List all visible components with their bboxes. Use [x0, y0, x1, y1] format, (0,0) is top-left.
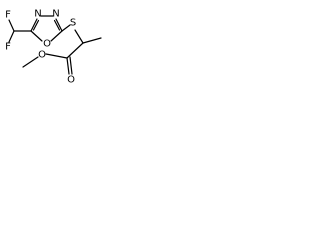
atom-f-top: F [5, 10, 11, 21]
bond-oester-methyl [22, 56, 39, 68]
bond-c2-n3 [30, 18, 38, 32]
atom-n-left: N [34, 9, 41, 20]
bond-c5-o1 [50, 30, 63, 42]
bond-c2-n3-double [32, 19, 40, 31]
bond-ch-methyl [82, 37, 102, 44]
bond-carbonyl-o-double-a [66, 57, 70, 75]
bond-cf-bottom [8, 30, 15, 43]
atom-s: S [70, 18, 76, 29]
atom-o-carbonyl: O [67, 75, 75, 86]
bond-n4-c5-double [53, 19, 61, 31]
atom-f-bottom: F [5, 42, 11, 53]
atom-labels: F F N N O S O O [5, 9, 76, 86]
bond-carbonyl-o-double-b [69, 56, 73, 75]
atom-o-ring: O [43, 39, 51, 50]
bond-o1-c2 [30, 30, 43, 42]
bonds [8, 15, 102, 75]
bond-carbonyl-oester [45, 53, 68, 59]
atom-n-right: N [52, 9, 59, 20]
atom-o-ester: O [38, 50, 46, 61]
bond-s-ch [74, 29, 84, 44]
chemical-structure: F F N N O S O O [5, 9, 102, 86]
bond-ch-carbonyl [66, 42, 84, 59]
bond-cf-top [8, 19, 15, 32]
bond-n4-c5 [55, 18, 63, 32]
bond-c5-s [61, 24, 71, 32]
